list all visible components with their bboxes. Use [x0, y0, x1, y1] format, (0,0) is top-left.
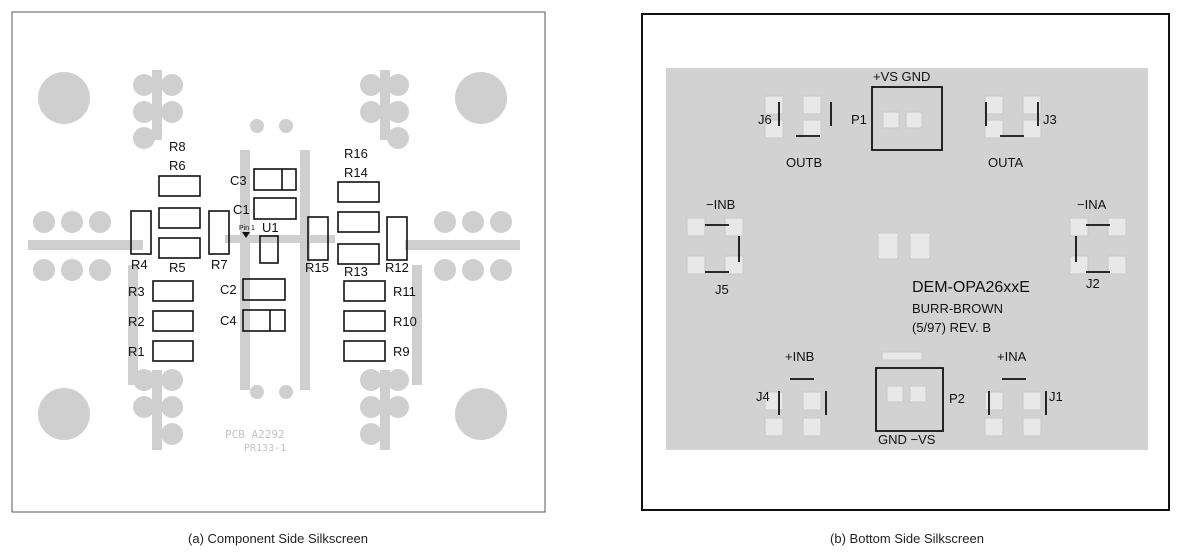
label-r10: R10 [393, 314, 417, 329]
caption-a: (a) Component Side Silkscreen [188, 531, 368, 546]
panel-b-ground-plane [666, 68, 1148, 450]
label-r5: R5 [169, 260, 186, 275]
caption-b: (b) Bottom Side Silkscreen [830, 531, 984, 546]
label-r16: R16 [344, 146, 368, 161]
label-r12: R12 [385, 260, 409, 275]
panel-a-copper [28, 70, 520, 450]
label-c3: C3 [230, 173, 247, 188]
label-r14: R14 [344, 165, 368, 180]
label-plus-inb: +INB [785, 349, 814, 364]
label-r7: R7 [211, 257, 228, 272]
label-plus-ina: +INA [997, 349, 1027, 364]
panel-b-pads [686, 95, 1127, 437]
label-r3: R3 [128, 284, 145, 299]
label-j6: J6 [758, 112, 772, 127]
pcb-marking-2: PR133-1 [244, 443, 286, 454]
label-j3: J3 [1043, 112, 1057, 127]
label-outa: OUTA [988, 155, 1023, 170]
panel-a-component-side: R8 R6 C3 C1 R16 R14 R4 R5 R7 U1 R15 R13 … [11, 11, 546, 546]
panel-b-outlines [705, 86, 1110, 432]
panel-b-bottom-side: +VS GND J6 P1 J3 OUTB OUTA −INB −INA J5 … [641, 13, 1170, 546]
label-u1: U1 [262, 220, 279, 235]
pcb-marking-1: PCB A2292 [225, 428, 285, 441]
label-r13: R13 [344, 264, 368, 279]
label-r15: R15 [305, 260, 329, 275]
label-minus-ina: −INA [1077, 197, 1107, 212]
label-r8: R8 [169, 139, 186, 154]
label-j5: J5 [715, 282, 729, 297]
panel-b-labels: +VS GND J6 P1 J3 OUTB OUTA −INB −INA J5 … [706, 69, 1107, 447]
label-p1: P1 [851, 112, 867, 127]
label-c2: C2 [220, 282, 237, 297]
label-j1: J1 [1049, 389, 1063, 404]
label-r1: R1 [128, 344, 145, 359]
label-p1-top: +VS GND [873, 69, 930, 84]
label-c1: C1 [233, 202, 250, 217]
label-p2-bottom: GND −VS [878, 432, 936, 447]
label-c4: C4 [220, 313, 237, 328]
pin1-label: Pin 1 [239, 225, 255, 232]
panel-a-outlines [130, 168, 408, 362]
label-r9: R9 [393, 344, 410, 359]
pin1-triangle-icon [242, 232, 250, 238]
board-name: DEM-OPA26xxE [912, 279, 1030, 296]
label-r4: R4 [131, 257, 148, 272]
label-j2: J2 [1086, 276, 1100, 291]
panel-a-labels: R8 R6 C3 C1 R16 R14 R4 R5 R7 U1 R15 R13 … [128, 139, 417, 454]
label-r11: R11 [393, 284, 416, 299]
label-r2: R2 [128, 314, 145, 329]
label-p2: P2 [949, 391, 965, 406]
label-r6: R6 [169, 158, 186, 173]
board-maker: BURR-BROWN [912, 301, 1003, 316]
board-revision: (5/97) REV. B [912, 320, 991, 335]
label-outb: OUTB [786, 155, 822, 170]
label-j4: J4 [756, 389, 770, 404]
label-minus-inb: −INB [706, 197, 735, 212]
